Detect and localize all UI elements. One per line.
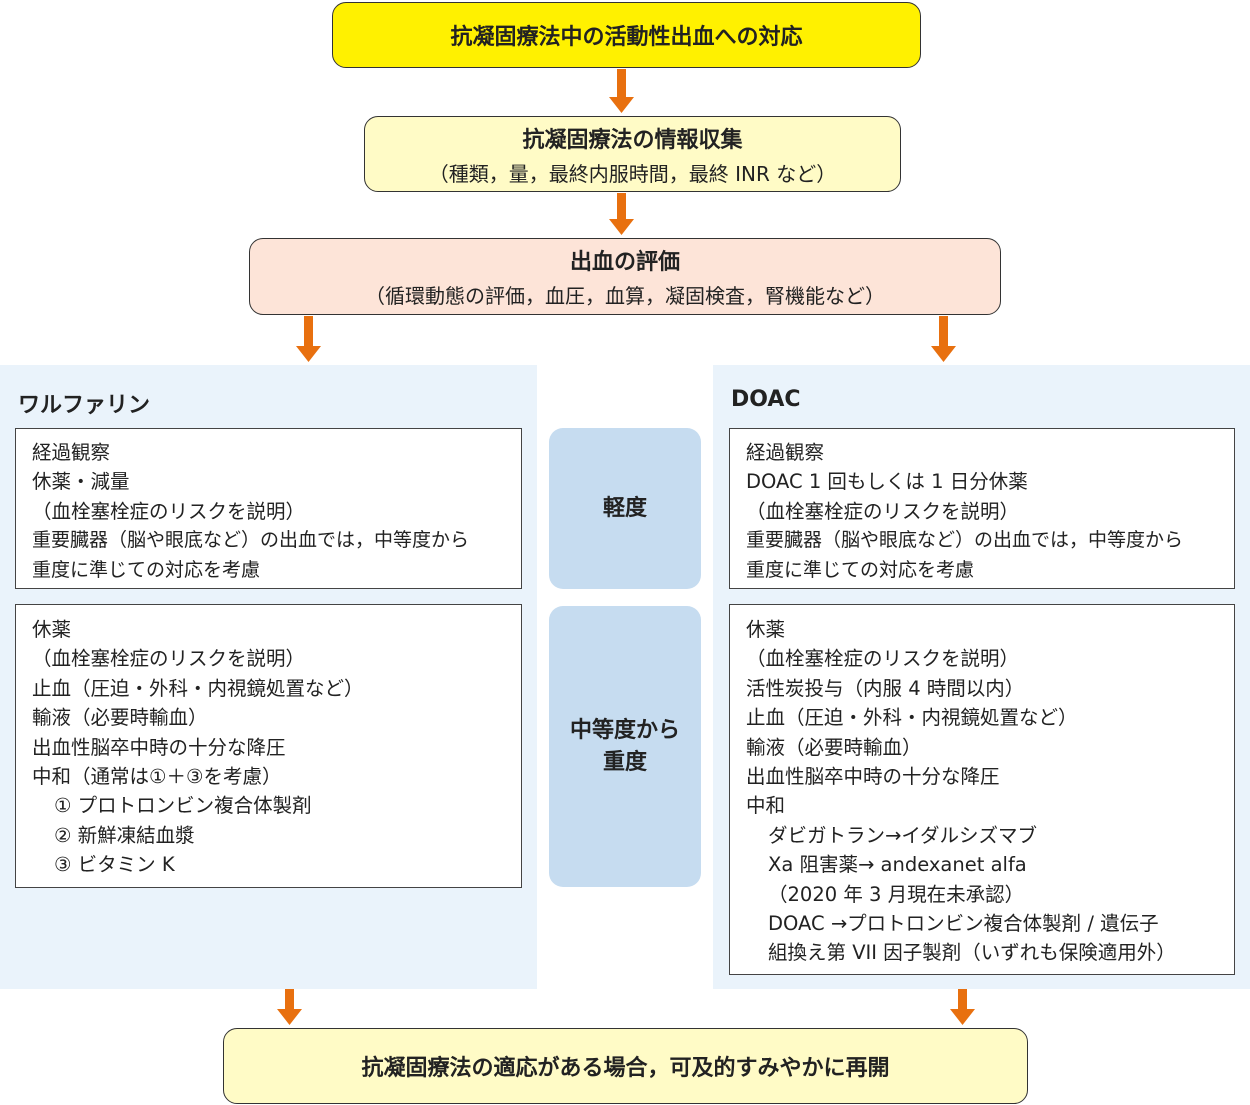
list-item: 経過観察	[32, 441, 111, 464]
list-item: DOAC 1 回もしくは 1 日分休薬	[746, 470, 1028, 494]
list-item: 出血性脳卒中時の十分な降圧	[32, 735, 286, 759]
info-collection-box: 抗凝固療法の情報収集 （種類，量，最終内服時間，最終 INR など）	[364, 116, 901, 192]
list-item: 中和（通常は①＋③を考慮）	[32, 765, 282, 789]
resume-box: 抗凝固療法の適応がある場合，可及的すみやかに再開	[223, 1028, 1028, 1104]
list-item: （血栓塞栓症のリスクを説明）	[32, 647, 306, 671]
severity-severe-text-1: 中等度から	[569, 717, 680, 743]
list-item: 重度に準じての対応を考慮	[32, 558, 261, 581]
list-item: （血栓塞栓症のリスクを説明）	[746, 499, 1020, 523]
doac-title: DOAC	[731, 387, 801, 412]
list-item: （血栓塞栓症のリスクを説明）	[32, 499, 306, 523]
list-item: 輸液（必要時輸血）	[32, 706, 208, 730]
list-item: 出血性脳卒中時の十分な降圧	[746, 765, 1000, 789]
assess-title: 出血の評価	[569, 250, 680, 275]
diagram-title: 抗凝固療法中の活動性出血への対応	[450, 25, 803, 50]
list-item: 重要臓器（脳や眼底など）の出血では，中等度から	[32, 529, 470, 552]
severity-mild-label: 軽度	[549, 428, 701, 589]
list-item: ダビガトラン→イダルシズマブ	[768, 823, 1038, 847]
list-item: 重度に準じての対応を考慮	[746, 558, 975, 581]
list-item: DOAC →プロトロンビン複合体製剤 / 遺伝子	[768, 912, 1159, 936]
bleeding-assessment-box: 出血の評価 （循環動態の評価，血圧，血算，凝固検査，腎機能など）	[249, 238, 1001, 315]
list-item: 組換え第 VII 因子製剤（いずれも保険適用外）	[768, 941, 1176, 965]
list-item: 中和	[746, 794, 786, 818]
list-item: 活性炭投与（内服 4 時間以内）	[746, 676, 1025, 700]
resume-text: 抗凝固療法の適応がある場合，可及的すみやかに再開	[361, 1056, 890, 1081]
list-item: 休薬	[32, 618, 72, 641]
severity-severe-label: 中等度から 重度	[549, 606, 701, 887]
list-item: （2020 年 3 月現在未承認）	[768, 882, 1025, 906]
severity-mild-text: 軽度	[602, 495, 647, 521]
info-title: 抗凝固療法の情報収集	[522, 127, 743, 153]
list-item: ② 新鮮凍結血漿	[54, 823, 195, 847]
list-item: （血栓塞栓症のリスクを説明）	[746, 647, 1020, 671]
list-item: ① プロトロンビン複合体製剤	[54, 794, 312, 818]
list-item: 休薬・減量	[32, 470, 130, 494]
list-item: 輸液（必要時輸血）	[746, 735, 922, 759]
warfarin-title: ワルファリン	[18, 393, 151, 418]
list-item: ③ ビタミン K	[54, 853, 175, 877]
doac-severe-card: 休薬 （血栓塞栓症のリスクを説明） 活性炭投与（内服 4 時間以内） 止血（圧迫…	[729, 604, 1235, 975]
list-item: 重要臓器（脳や眼底など）の出血では，中等度から	[746, 529, 1184, 552]
warfarin-severe-card: 休薬 （血栓塞栓症のリスクを説明） 止血（圧迫・外科・内視鏡処置など） 輸液（必…	[15, 604, 522, 888]
doac-mild-card: 経過観察 DOAC 1 回もしくは 1 日分休薬 （血栓塞栓症のリスクを説明） …	[729, 428, 1235, 589]
warfarin-mild-card: 経過観察 休薬・減量 （血栓塞栓症のリスクを説明） 重要臓器（脳や眼底など）の出…	[15, 428, 522, 589]
list-item: 止血（圧迫・外科・内視鏡処置など）	[746, 706, 1078, 730]
assess-sub: （循環動態の評価，血圧，血算，凝固検査，腎機能など）	[365, 284, 885, 308]
list-item: 経過観察	[746, 441, 825, 464]
severity-severe-text-2: 重度	[602, 749, 647, 775]
list-item: Xa 阻害薬→ andexanet alfa	[768, 853, 1027, 877]
list-item: 止血（圧迫・外科・内視鏡処置など）	[32, 676, 364, 700]
title-box: 抗凝固療法中の活動性出血への対応	[332, 2, 921, 68]
info-sub: （種類，量，最終内服時間，最終 INR など）	[428, 161, 837, 186]
list-item: 休薬	[746, 618, 786, 641]
